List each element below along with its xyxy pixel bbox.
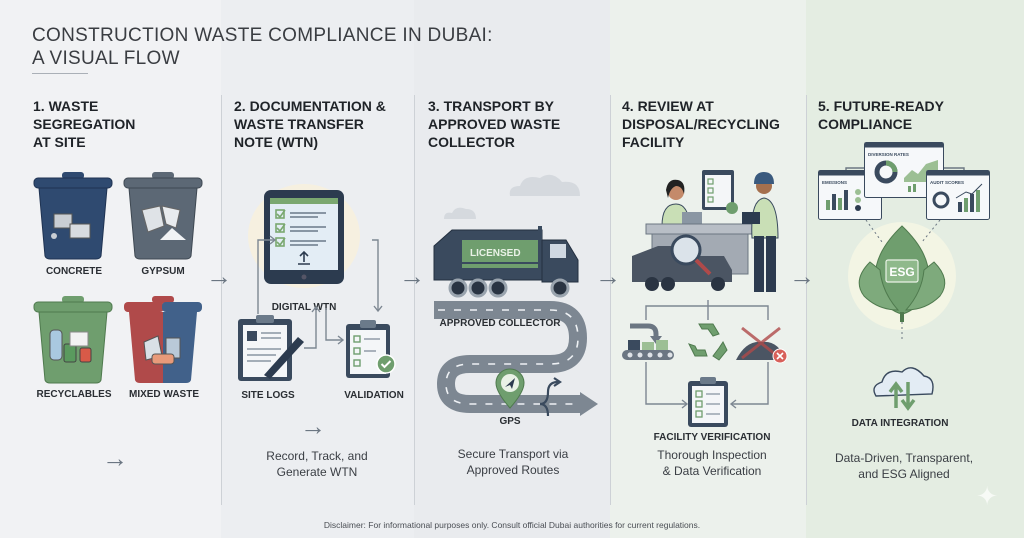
column-divider <box>610 95 611 505</box>
digital-wtn-label: DIGITAL WTN <box>271 302 337 313</box>
step-3-description: Secure Transport via Approved Routes <box>428 446 598 478</box>
concrete-bin-icon <box>33 172 113 260</box>
data-integration-label: DATA INTEGRATION <box>851 418 949 429</box>
esg-label: ESG <box>889 265 914 279</box>
flow-arrow-icon: → <box>595 261 621 291</box>
conveyor-sorting-icon <box>622 323 674 360</box>
step-1-title-line: SEGREGATION <box>33 116 136 132</box>
step-5-title-line: 5. FUTURE-READY <box>818 98 945 114</box>
dashboard-label: DIVERSION RATES <box>868 152 909 157</box>
garbage-truck-icon: LICENSED <box>433 226 579 298</box>
step-4-title: 4. REVIEW AT DISPOSAL/RECYCLING FACILITY <box>622 97 780 151</box>
step-1-title-line: AT SITE <box>33 134 86 150</box>
page-title: CONSTRUCTION WASTE COMPLIANCE IN DUBAI: … <box>32 24 493 70</box>
step-2-title-line: 2. DOCUMENTATION & <box>234 98 386 114</box>
cloud-icon <box>509 174 580 196</box>
facility-verification-label: FACILITY VERIFICATION <box>653 432 771 443</box>
cloud-sync-icon <box>873 367 934 411</box>
step-3-title-line: COLLECTOR <box>428 134 515 150</box>
step-3-title-line: APPROVED WASTE <box>428 116 561 132</box>
description-line: Data-Driven, Transparent, <box>834 451 974 465</box>
column-divider <box>221 95 222 505</box>
route-road-icon <box>434 301 598 417</box>
description-line: Record, Track, and <box>266 449 368 463</box>
step-4-title-line: FACILITY <box>622 134 685 150</box>
column-divider <box>806 95 807 505</box>
column-bg-1 <box>0 0 221 538</box>
step-4-title-line: 4. REVIEW AT <box>622 98 714 114</box>
rejected-landfill-icon <box>736 326 788 364</box>
disclaimer-text: Disclaimer: For informational purposes o… <box>323 520 701 530</box>
clipboard-pen-icon <box>238 315 304 381</box>
bin-label-concrete: CONCRETE <box>45 266 103 277</box>
dashboard-label: AUDIT SCORES <box>930 180 964 185</box>
column-divider <box>414 95 415 505</box>
gypsum-bin-icon <box>123 172 203 260</box>
flow-arrow-icon: → <box>300 411 326 441</box>
mixed-waste-bin-icon <box>124 296 202 383</box>
description-line: & Data Verification <box>662 464 762 478</box>
step-5-description: Data-Driven, Transparent, and ESG Aligne… <box>814 450 994 482</box>
description-line: Thorough Inspection <box>657 448 767 462</box>
step-5-title-line: COMPLIANCE <box>818 116 913 132</box>
step-2-title-line: NOTE (WTN) <box>234 134 318 150</box>
esg-leaf-icon: ESG <box>848 219 956 340</box>
step-4-title-line: DISPOSAL/RECYCLING <box>622 116 780 132</box>
description-line: Generate WTN <box>276 465 358 479</box>
clipboard-checklist-icon <box>688 377 728 427</box>
flow-arrow-icon: → <box>102 443 128 473</box>
dashboard-audit-scores-icon: AUDIT SCORES <box>926 170 990 220</box>
flow-arrow-icon: → <box>399 261 425 291</box>
inspection-scene-icon <box>632 170 779 292</box>
clipboard-check-icon <box>346 320 396 378</box>
step-1-title: 1. WASTE SEGREGATION AT SITE <box>33 97 135 151</box>
step-4-description: Thorough Inspection & Data Verification <box>622 447 802 479</box>
recycle-icon <box>688 323 728 361</box>
description-line: and ESG Aligned <box>858 467 950 481</box>
step-1-title-line: 1. WASTE <box>33 98 99 114</box>
tablet-checklist-icon <box>248 184 360 288</box>
title-underline <box>32 73 88 74</box>
approved-collector-label: APPROVED COLLECTOR <box>439 318 561 329</box>
step-2-title-line: WASTE TRANSFER <box>234 116 364 132</box>
cloud-icon <box>444 207 476 219</box>
gps-pin-icon <box>495 368 525 409</box>
step-3-title-line: 3. TRANSPORT BY <box>428 98 555 114</box>
flow-arrow-icon: → <box>206 261 232 291</box>
site-logs-label: SITE LOGS <box>241 390 295 401</box>
recyclables-bin-icon <box>33 296 113 384</box>
step-2-description: Record, Track, and Generate WTN <box>232 448 402 480</box>
outcome-connectors <box>645 300 769 409</box>
flow-arrow-icon: → <box>789 261 815 291</box>
bin-label-recyclables: RECYCLABLES <box>36 389 112 400</box>
sparkle-icon: ✦ <box>976 481 998 511</box>
description-line: Approved Routes <box>466 463 560 477</box>
step-3-title: 3. TRANSPORT BY APPROVED WASTE COLLECTOR <box>428 97 560 151</box>
bin-label-gypsum: GYPSUM <box>141 266 185 277</box>
step-2-title: 2. DOCUMENTATION & WASTE TRANSFER NOTE (… <box>234 97 386 151</box>
description-line: Secure Transport via <box>457 447 569 461</box>
bin-label-mixed-waste: MIXED WASTE <box>128 389 199 400</box>
flow-connectors <box>257 235 383 349</box>
validation-label: VALIDATION <box>344 390 404 401</box>
licensed-badge: LICENSED <box>470 248 521 259</box>
page-title-line-1: CONSTRUCTION WASTE COMPLIANCE IN DUBAI: <box>32 25 493 46</box>
dashboard-label: EMISSIONS <box>822 180 847 185</box>
page-title-line-2: A VISUAL FLOW <box>32 48 180 69</box>
step-5-title: 5. FUTURE-READY COMPLIANCE <box>818 97 944 133</box>
gps-label: GPS <box>499 416 521 427</box>
